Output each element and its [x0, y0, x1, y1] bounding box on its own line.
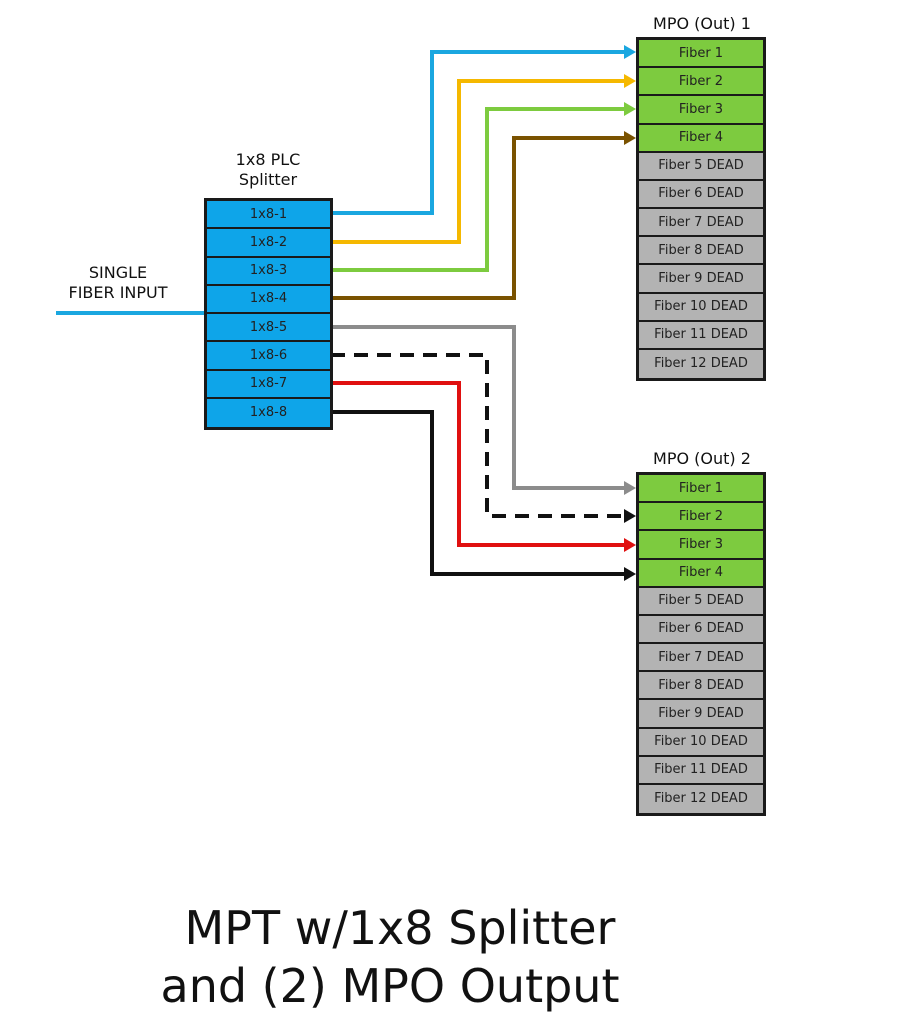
splitter-title-line2: Splitter	[238, 170, 298, 189]
wire-1x8-7	[331, 381, 636, 552]
mpo2-fiber: Fiber 11 DEAD	[639, 756, 763, 785]
mpo1-block: Fiber 1 Fiber 2 Fiber 3 Fiber 4 Fiber 5 …	[636, 37, 766, 381]
mpo2-fiber: Fiber 1	[639, 475, 763, 504]
mpo2-fiber: Fiber 9 DEAD	[639, 700, 763, 729]
mpo1-fiber: Fiber 6 DEAD	[639, 180, 763, 210]
mpo2-fiber: Fiber 8 DEAD	[639, 672, 763, 701]
mpo1-fiber: Fiber 5 DEAD	[639, 152, 763, 181]
wire-1x8-6	[331, 353, 636, 523]
mpo2-fiber: Fiber 5 DEAD	[639, 587, 763, 616]
wire-1x8-4	[331, 131, 636, 300]
splitter-port: 1x8-4	[207, 285, 330, 314]
splitter-port: 1x8-5	[207, 314, 330, 343]
splitter-title-line1: 1x8 PLC	[235, 150, 301, 169]
input-label-line2: FIBER INPUT	[68, 283, 168, 302]
splitter-port: 1x8-6	[207, 342, 330, 371]
wire-1x8-5	[331, 325, 636, 495]
mpo2-fiber: Fiber 2	[639, 503, 763, 532]
mpo1-fiber: Fiber 8 DEAD	[639, 237, 763, 266]
splitter-title: 1x8 PLC Splitter	[208, 150, 328, 190]
mpo2-fiber: Fiber 3	[639, 531, 763, 560]
splitter-port: 1x8-3	[207, 257, 330, 286]
diagram-title-line1: MPT w/1x8 Splitter	[184, 901, 616, 955]
mpo1-fiber: Fiber 2	[639, 68, 763, 97]
wire-1x8-3	[331, 102, 636, 272]
mpo2-fiber: Fiber 6 DEAD	[639, 615, 763, 645]
mpo2-fiber: Fiber 4	[639, 559, 763, 588]
mpo2-fiber: Fiber 12 DEAD	[639, 784, 763, 814]
mpo1-fiber: Fiber 7 DEAD	[639, 209, 763, 238]
splitter-port: 1x8-7	[207, 370, 330, 399]
mpo1-fiber: Fiber 3	[639, 96, 763, 125]
mpo1-fiber: Fiber 11 DEAD	[639, 321, 763, 350]
mpo2-block: Fiber 1 Fiber 2 Fiber 3 Fiber 4 Fiber 5 …	[636, 472, 766, 816]
mpo1-fiber: Fiber 1	[639, 40, 763, 69]
splitter-port: 1x8-2	[207, 229, 330, 258]
mpo2-fiber: Fiber 10 DEAD	[639, 728, 763, 757]
input-label: SINGLE FIBER INPUT	[58, 263, 178, 303]
mpo2-title: MPO (Out) 2	[653, 449, 751, 468]
splitter-port: 1x8-1	[207, 201, 330, 230]
diagram-title-line2: and (2) MPO Output	[160, 959, 620, 1013]
mpo1-fiber: Fiber 10 DEAD	[639, 293, 763, 322]
splitter-block: 1x8-1 1x8-2 1x8-3 1x8-4 1x8-5 1x8-6 1x8-…	[204, 198, 333, 430]
mpo1-fiber: Fiber 4	[639, 124, 763, 153]
mpo2-fiber: Fiber 7 DEAD	[639, 644, 763, 673]
wire-1x8-2	[331, 74, 636, 244]
wire-1x8-1	[331, 45, 636, 215]
mpo1-title: MPO (Out) 1	[653, 14, 751, 33]
wire-1x8-8	[331, 410, 636, 581]
input-label-line1: SINGLE	[88, 263, 148, 282]
splitter-port: 1x8-8	[207, 398, 330, 427]
mpo1-fiber: Fiber 9 DEAD	[639, 265, 763, 294]
mpo1-fiber: Fiber 12 DEAD	[639, 349, 763, 379]
